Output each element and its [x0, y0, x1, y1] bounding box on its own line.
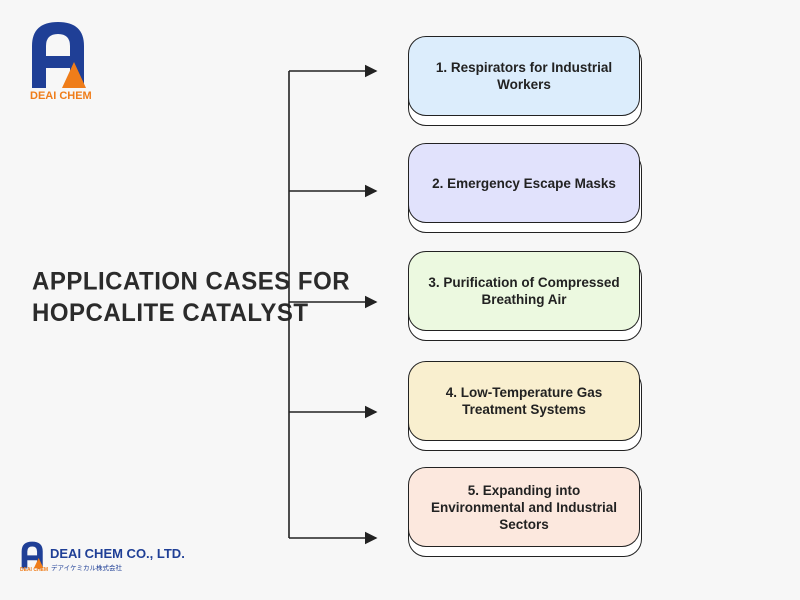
footer-company-name: DEAI CHEM CO., LTD. [50, 546, 185, 561]
footer-logo: DEAI CHEM DEAI CHEM CO., LTD. デアイケミカル株式会… [20, 540, 220, 576]
diagram-title-line-2: HOPCALITE CATALYST [32, 299, 309, 328]
card-face: 5. Expanding into Environmental and Indu… [408, 467, 640, 547]
card-label: 2. Emergency Escape Masks [432, 175, 616, 191]
card-face: 3. Purification of Compressed Breathing … [408, 251, 640, 331]
footer-mini-brand: DEAI CHEM [20, 567, 49, 573]
application-card-4: 4. Low-Temperature Gas Treatment Systems [408, 361, 642, 451]
logo-brand-text: DEAI CHEM [30, 90, 92, 102]
card-face: 4. Low-Temperature Gas Treatment Systems [408, 361, 640, 441]
card-label: 4. Low-Temperature Gas Treatment Systems [445, 385, 603, 417]
application-card-1: 1. Respirators for Industrial Workers [408, 36, 642, 126]
card-face: 1. Respirators for Industrial Workers [408, 36, 640, 116]
footer-logo-a-mark-icon [21, 541, 44, 569]
company-logo: DEAI CHEM [28, 18, 92, 108]
card-face: 2. Emergency Escape Masks [408, 143, 640, 223]
application-card-5: 5. Expanding into Environmental and Indu… [408, 467, 642, 557]
card-label: 1. Respirators for Industrial Workers [435, 60, 613, 92]
footer-company-name-jp: デアイケミカル株式会社 [51, 564, 122, 572]
application-card-2: 2. Emergency Escape Masks [408, 143, 642, 233]
application-card-3: 3. Purification of Compressed Breathing … [408, 251, 642, 341]
card-label: 5. Expanding into Environmental and Indu… [430, 482, 618, 532]
card-label: 3. Purification of Compressed Breathing … [428, 275, 620, 307]
logo-a-mark-icon [32, 22, 86, 88]
